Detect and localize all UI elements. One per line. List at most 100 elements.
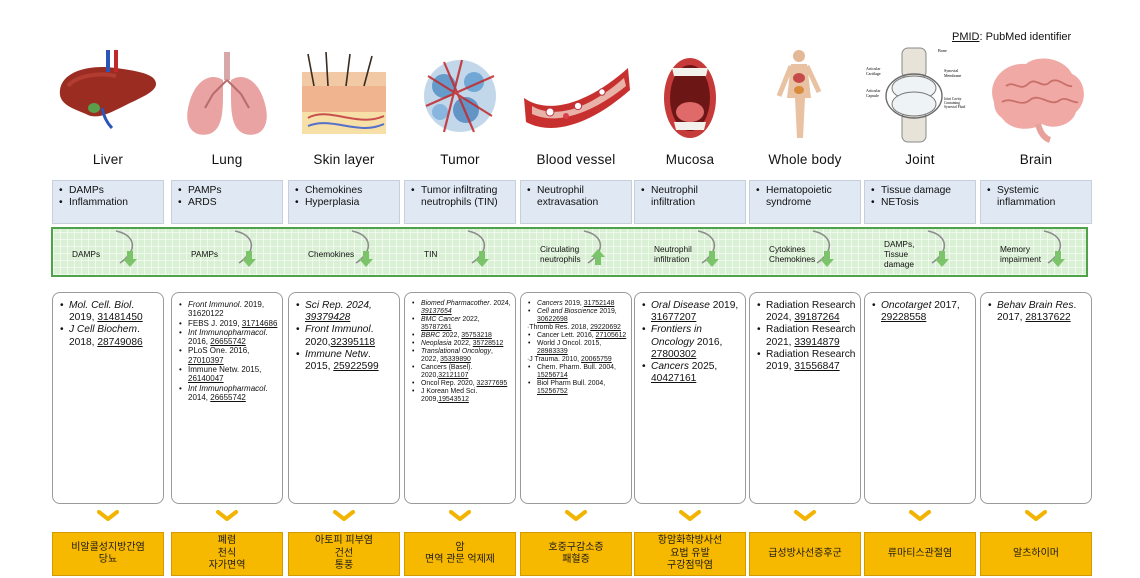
column-brain: BrainSystemic inflammationBehav Brain Re… — [980, 44, 1092, 578]
reference-text: Chem. Pharm. Bull. 2004, — [537, 364, 616, 371]
joint-label-membrane-2: Membrane — [944, 73, 962, 78]
reference-text: 2019, — [562, 300, 584, 307]
pmid-link[interactable]: 35728512 — [472, 340, 504, 347]
feature-item: Tumor infiltrating neutrophils (TIN) — [411, 185, 511, 209]
reference-text: Cancers — [651, 361, 689, 373]
reference-item: Int Immunopharmacol. 2014, 26655742 — [178, 384, 278, 403]
pmid-link[interactable]: 31714686 — [241, 318, 278, 328]
joint-label-cavity-3: Synovial Fluid — [944, 105, 965, 109]
pmid-link[interactable]: 31752148 — [583, 300, 615, 307]
pmid-link[interactable]: 39379428 — [305, 312, 351, 324]
reference-text: Frontiers in Oncology — [651, 324, 702, 348]
reference-item: Cancers (Basel). 2020,32121107 — [411, 364, 511, 380]
pmid-link[interactable]: 31481450 — [97, 312, 143, 324]
pmid-link[interactable]: 19543512 — [438, 396, 469, 403]
reference-text: Neoplasia — [421, 340, 452, 347]
reference-item: Neoplasia 2022, 35728512 — [411, 340, 511, 348]
pmid-link[interactable]: 35787261 — [421, 324, 452, 331]
feature-item: PAMPs — [178, 185, 278, 197]
reference-text: J Korean Med Sci. 2009, — [421, 388, 478, 403]
pmid-link[interactable]: 26655742 — [210, 392, 246, 402]
chevron-down-icon — [216, 510, 238, 521]
feature-item: Inflammation — [59, 197, 159, 209]
reference-text: . 2024, — [489, 300, 511, 307]
reference-box-whole-body: Radiation Research 2024, 39187264Radiati… — [749, 292, 861, 504]
pmid-link[interactable]: 15256752 — [537, 388, 568, 395]
reference-text: Oral Disease — [651, 300, 710, 311]
pmid-link[interactable]: 28749086 — [97, 336, 143, 348]
pmid-link[interactable]: 30622698 — [537, 316, 568, 323]
pmid-link[interactable]: 40427161 — [651, 373, 697, 385]
reference-text: Biomed Pharmacother — [421, 300, 490, 307]
reference-item: Radiation Research 2024, 39187264 — [756, 300, 856, 324]
pmid-link[interactable]: 20065759 — [581, 356, 612, 363]
pmid-link[interactable]: 15256714 — [537, 372, 568, 379]
reference-text: . 2019, — [69, 300, 135, 324]
pmid-link[interactable]: 25922599 — [333, 361, 379, 373]
brain-icon — [980, 46, 1092, 146]
pmid-link[interactable]: 33914879 — [794, 336, 840, 348]
reference-item: Radiation Research 2019, 31556847 — [756, 349, 856, 373]
reference-text: Front Immunol — [188, 300, 240, 309]
reference-text: Mol. Cell. Biol — [69, 300, 132, 311]
joint-label-membrane: Synovial — [944, 68, 959, 73]
disease-box-mucosa: 항암화학방사선 요법 유발 구강점막염 — [634, 532, 746, 576]
pmid-link[interactable]: 27800302 — [651, 348, 697, 360]
reference-item: J Korean Med Sci. 2009,19543512 — [411, 388, 511, 404]
column-mucosa: MucosaNeutrophil infiltrationOral Diseas… — [634, 44, 746, 578]
reference-text: J Cell Biochem — [69, 324, 137, 336]
reference-text: . 2015, — [305, 348, 371, 373]
pmid-link[interactable]: 31677207 — [651, 312, 697, 324]
pmid-link[interactable]: 28983339 — [537, 348, 568, 355]
reference-text: Oncol Rep. 2020, — [421, 380, 477, 387]
joint-label-cartilage-2: Cartilage — [866, 71, 881, 76]
pmid-legend-text: : PubMed identifier — [979, 31, 1072, 43]
chevron-down-icon — [794, 510, 816, 521]
reference-item: Cell and Bioscience 2019, 30622698 — [527, 308, 627, 324]
feature-box-tumor: Tumor infiltrating neutrophils (TIN) — [404, 180, 516, 224]
band-label-joint: DAMPs, Tissue damage — [884, 239, 915, 269]
reference-text: 2022, — [460, 316, 480, 323]
column-blood-vessel: Blood vesselNeutrophil extravasationCanc… — [520, 44, 632, 578]
organ-name-lung: Lung — [211, 152, 243, 167]
reference-item: ·J Trauma. 2010, 20065759 — [527, 356, 627, 364]
reference-item: Front Immunol. 2019, 31620122 — [178, 300, 278, 319]
reference-item: Immune Netw. 2015, 25922599 — [295, 349, 395, 373]
disease-box-liver: 비알콜성지방간염 당뇨 — [52, 532, 164, 576]
pmid-link[interactable]: 28137622 — [1025, 312, 1071, 324]
pmid-link[interactable]: 29220692 — [590, 324, 621, 331]
reference-text: Sci Rep — [305, 300, 341, 311]
chevron-down-icon — [1025, 510, 1047, 521]
pmid-link[interactable]: 29228558 — [881, 312, 927, 324]
reference-text: Front Immunol — [305, 324, 371, 336]
pmid-link[interactable]: 35339890 — [440, 356, 471, 363]
pmid-link[interactable]: 27010397 — [188, 355, 224, 365]
organ-name-tumor: Tumor — [440, 152, 480, 167]
pmid-link[interactable]: 32377695 — [476, 380, 508, 387]
column-whole-body: Whole bodyHematopoietic syndromeRadiatio… — [749, 44, 861, 578]
arrow-down-icon — [351, 230, 373, 267]
pmid-legend: PMID: PubMed identifier — [952, 31, 1071, 43]
pmid-link[interactable]: 26655742 — [210, 337, 246, 347]
reference-text: . 2020, — [305, 324, 374, 348]
arrow-down-icon — [467, 230, 489, 267]
pmid-link[interactable]: 26140047 — [188, 374, 224, 384]
reference-text: Int Immunopharmacol — [188, 383, 266, 393]
column-liver: LiverDAMPsInflammationMol. Cell. Biol. 2… — [52, 44, 164, 578]
pmid-link[interactable]: 27105612 — [595, 332, 627, 339]
reference-text: Cancer Lett. 2016, — [537, 332, 596, 339]
column-joint: Bone Articular Cartilage Articular Capsu… — [864, 44, 976, 578]
reference-item: FEBS J. 2019, 31714686 — [178, 318, 278, 329]
reference-item: Behav Brain Res. 2017, 28137622 — [987, 300, 1087, 324]
reference-item: Translational Oncology, 2022, 35339890 — [411, 348, 511, 364]
pmid-link[interactable]: 35753218 — [461, 332, 492, 339]
pmid-link[interactable]: 32121107 — [438, 372, 469, 379]
pmid-link[interactable]: 31556847 — [794, 361, 840, 373]
arrow-up-icon — [583, 230, 605, 265]
pmid-link[interactable]: 32395118 — [330, 336, 376, 348]
pmid-link[interactable]: 39137654 — [421, 308, 452, 315]
pmid-link[interactable]: 39187264 — [794, 312, 840, 324]
reference-box-lung: Front Immunol. 2019, 31620122FEBS J. 201… — [171, 292, 283, 504]
reference-text: BBRC — [421, 332, 441, 339]
band-label-skin-layer: Chemokines — [308, 249, 355, 259]
